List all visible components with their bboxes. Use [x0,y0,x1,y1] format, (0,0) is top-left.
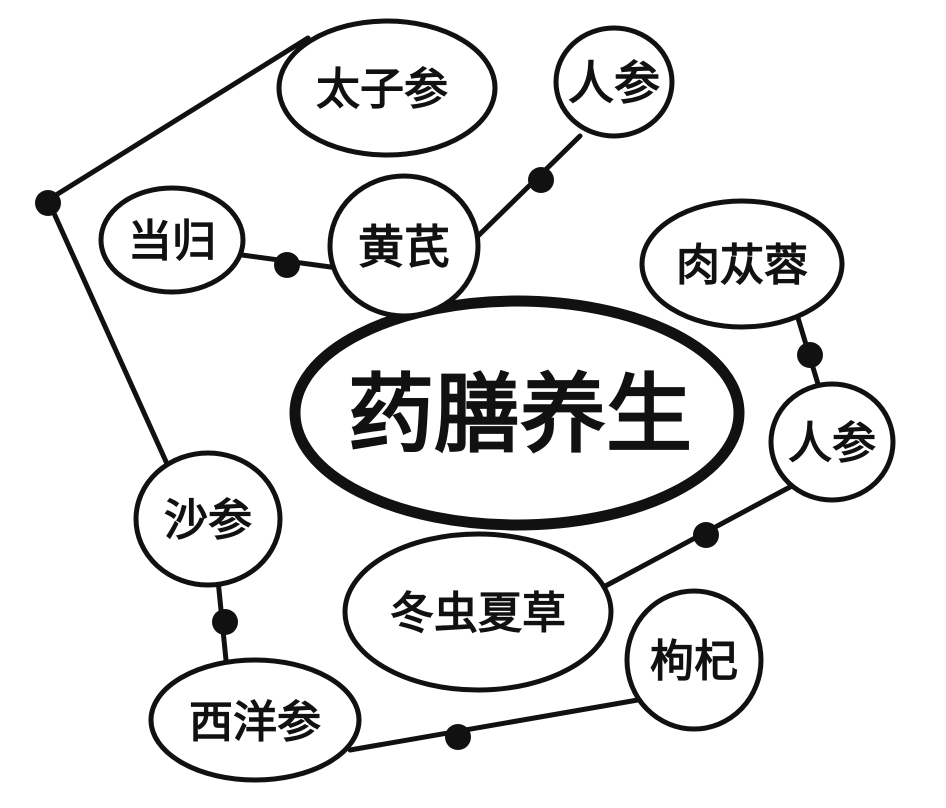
node-label-gouqi: 枸杞 [650,636,738,687]
node-label-renshen-top: 人参 [568,56,660,110]
central-label: 药膳养生 [348,365,692,465]
node-renshen-right: 人参 [768,381,896,503]
junction-dot-danggui-huangqi [274,252,300,278]
node-label-shashen: 沙参 [164,495,252,546]
node-label-renshen-right: 人参 [788,418,876,469]
node-roucongrong: 肉苁蓉 [639,198,845,330]
node-shape [98,185,246,295]
junction-dots [35,167,823,750]
node-shape [148,657,362,783]
node-danggui: 当归 [98,185,246,295]
node-label-danggui: 当归 [128,216,216,267]
connector-huangqi-renshen-top [475,133,583,239]
node-label-dongchongxiacao: 冬虫夏草 [390,588,566,639]
junction-dot-left [35,190,61,216]
node-label-roucongrong: 肉苁蓉 [676,240,808,291]
node-gouqi: 枸杞 [624,588,764,732]
node-shape [624,588,764,732]
junction-dot-roucongrong-renshen [797,342,823,368]
central-node: 药膳养生 [289,295,745,531]
node-label-huangqi: 黄芪 [358,220,450,274]
central-ellipse [289,295,745,531]
node-shape [327,173,481,319]
node-shape [342,531,614,693]
node-xiyangshen: 西洋参 [148,657,362,783]
node-label-taizishen: 太子参 [316,64,448,115]
junction-dot-renshen-dongchongxiacao [693,522,719,548]
node-shape [133,450,283,588]
connector-xiyangshen-gouqi [347,697,641,753]
node-renshen-top: 人参 [553,25,675,139]
junction-dot-xiyangshen-gouqi [445,724,471,750]
node-taizishen: 太子参 [276,18,498,158]
node-shashen: 沙参 [133,450,283,588]
node-shape [768,381,896,503]
junction-dot-huangqi-renshen [528,167,554,193]
node-shape [639,198,845,330]
node-label-xiyangshen: 西洋参 [189,697,321,748]
junction-dot-shashen-xiyangshen [212,609,238,635]
node-shape [276,18,498,158]
node-huangqi: 黄芪 [327,173,481,319]
node-shape [553,25,675,139]
node-dongchongxiacao: 冬虫夏草 [342,531,614,693]
